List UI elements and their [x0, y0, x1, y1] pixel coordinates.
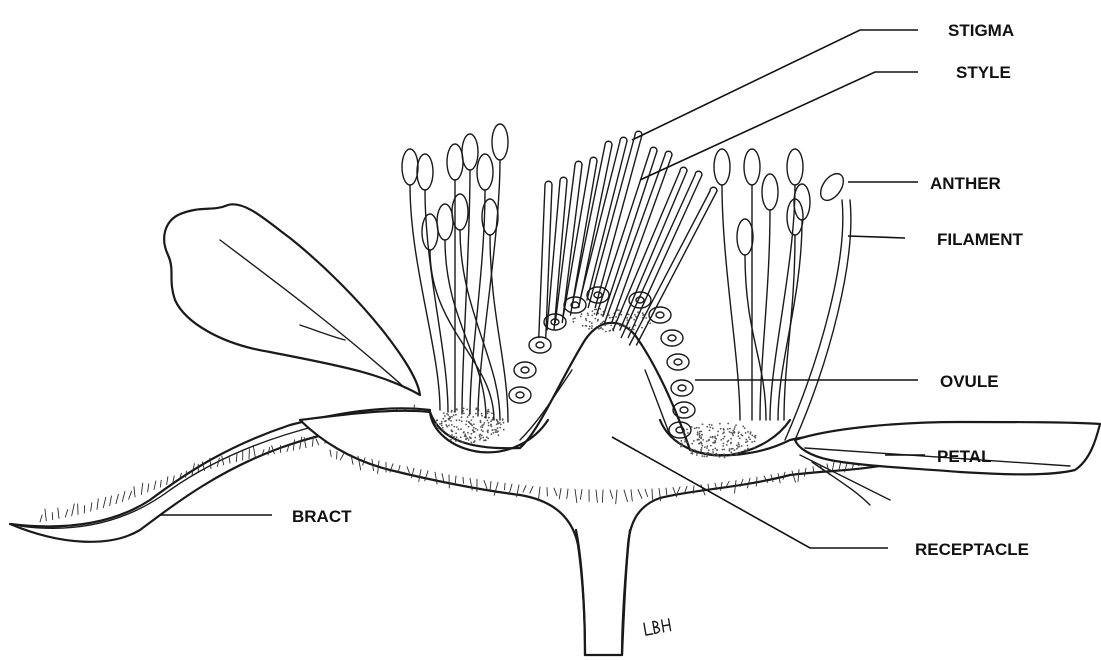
- label-receptacle: RECEPTACLE: [915, 540, 1029, 559]
- label-petal: PETAL: [937, 447, 991, 466]
- ovule: [671, 380, 693, 396]
- stigma-tip: [590, 157, 597, 161]
- label-filament: FILAMENT: [937, 230, 1024, 249]
- ovule-core: [674, 359, 682, 365]
- ovule-core: [678, 385, 686, 391]
- ovule: [661, 330, 683, 346]
- anther: [737, 219, 753, 255]
- style-tube: [621, 175, 695, 338]
- anther: [787, 149, 803, 185]
- filament: [745, 255, 766, 420]
- ovule: [529, 337, 551, 353]
- filament: [760, 210, 770, 420]
- stigma-tip: [695, 171, 702, 175]
- styles: [539, 131, 717, 345]
- ovule-core: [656, 312, 664, 318]
- anther: [422, 214, 438, 250]
- stigma-tip: [545, 181, 552, 185]
- filament: [478, 160, 500, 416]
- anther: [447, 144, 463, 180]
- stigma-tip: [620, 137, 627, 141]
- style-tube: [580, 141, 620, 300]
- filament: [462, 170, 470, 414]
- label-bract: BRACT: [292, 507, 352, 526]
- anther: [794, 184, 810, 220]
- anther: [462, 134, 478, 170]
- anther: [492, 124, 508, 160]
- label-anther: ANTHER: [930, 174, 1001, 193]
- label-stigma: STIGMA: [948, 21, 1014, 40]
- ovule: [667, 354, 689, 370]
- stigma-tip: [680, 167, 687, 171]
- ovule: [514, 362, 536, 378]
- stigma-tip: [575, 161, 582, 165]
- label-style: STYLE: [956, 63, 1011, 82]
- style-tube: [628, 175, 702, 338]
- stigma-tip: [650, 147, 657, 151]
- filament-leader: [848, 236, 905, 238]
- ovule: [564, 297, 586, 313]
- stigma-tip: [605, 141, 612, 145]
- style-tube: [539, 185, 545, 338]
- filament: [770, 185, 795, 420]
- stigma-tip: [710, 187, 717, 191]
- anther: [714, 149, 730, 185]
- stigma-tip: [560, 177, 567, 181]
- filament: [445, 240, 486, 418]
- filament: [785, 200, 843, 440]
- ovule: [509, 387, 531, 403]
- style-tube: [630, 191, 711, 345]
- artist-signature: [644, 619, 671, 635]
- sepal-leaf: [164, 204, 420, 395]
- filament: [460, 230, 500, 420]
- stigma-leader: [632, 30, 918, 140]
- anther: [417, 154, 433, 190]
- stigma-tip: [635, 131, 642, 135]
- anther: [816, 170, 848, 205]
- style-leader: [640, 72, 918, 180]
- anther: [744, 149, 760, 185]
- anther: [402, 149, 418, 185]
- anther: [762, 174, 778, 210]
- style-tube: [588, 135, 635, 308]
- label-ovule: OVULE: [940, 372, 999, 391]
- ovule-core: [536, 342, 544, 348]
- ovule-core: [680, 407, 688, 413]
- ovule-core: [521, 367, 529, 373]
- anther: [437, 204, 453, 240]
- filament: [722, 185, 740, 420]
- ovule-core: [516, 392, 524, 398]
- stigma-tip: [665, 151, 672, 155]
- anther: [477, 154, 493, 190]
- ovule: [673, 402, 695, 418]
- ovule-core: [668, 335, 676, 341]
